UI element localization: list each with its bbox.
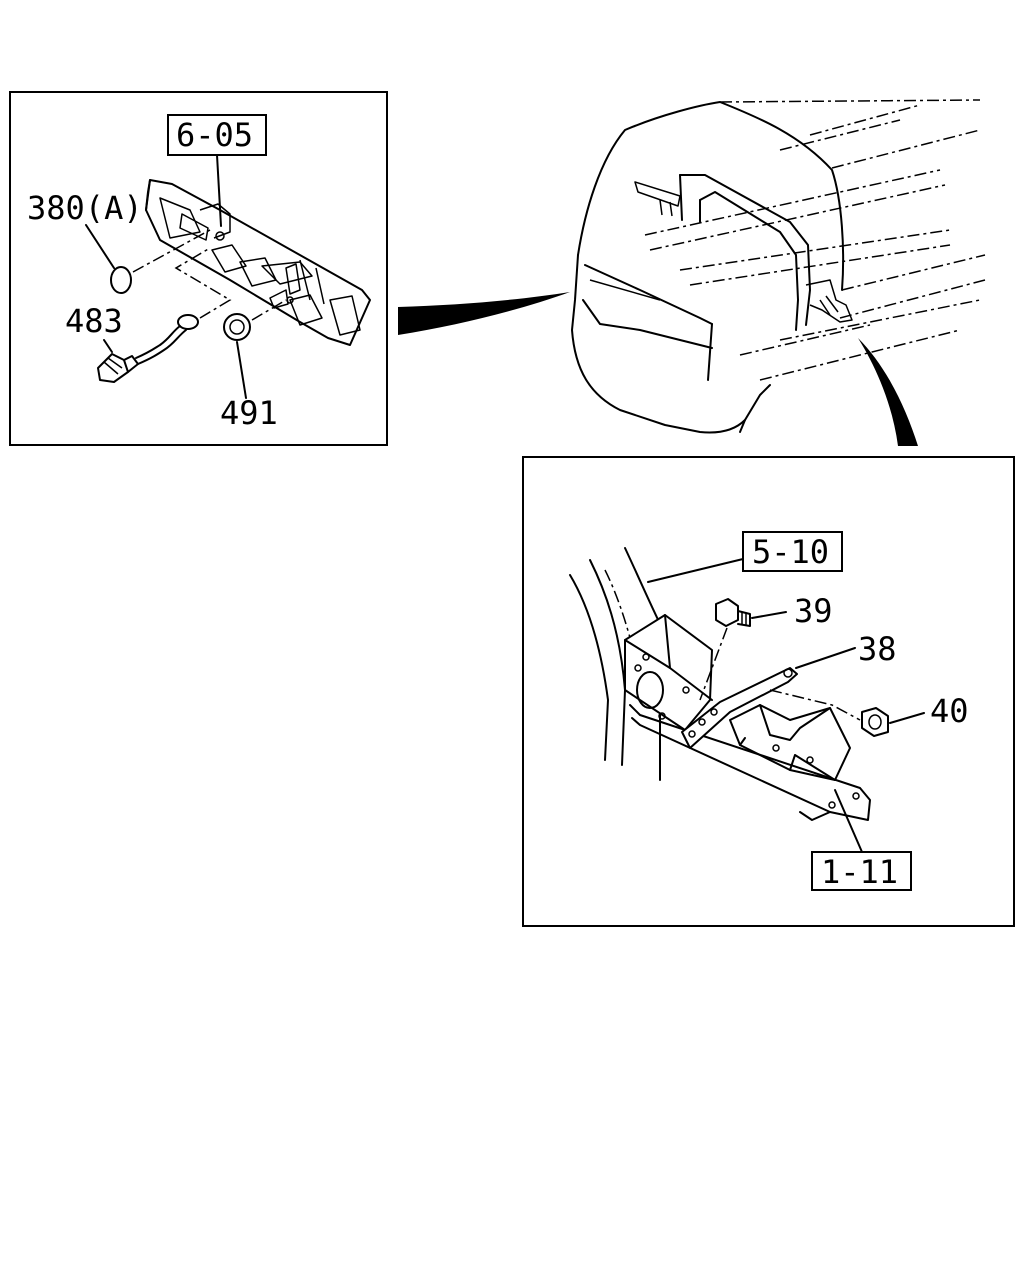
bracket-38 [681, 667, 798, 749]
callout-38: 38 [858, 630, 897, 668]
gasket-491 [223, 313, 251, 341]
arrow-to-detail-left [398, 292, 570, 335]
callout-6-05: 6-05 [176, 116, 253, 154]
assembly-line-380a [132, 229, 211, 273]
assembly-line-39 [699, 627, 728, 701]
detail-frame-bracket [522, 456, 1015, 927]
callout-5-10: 5-10 [752, 533, 829, 571]
leader-6-05 [216, 154, 222, 227]
sensor-483 [97, 314, 199, 383]
ref-box-5-10 [742, 531, 843, 572]
leader-39 [751, 611, 787, 619]
callout-1-11: 1-11 [821, 853, 898, 891]
leader-380a [85, 224, 115, 269]
callout-39: 39 [794, 592, 833, 630]
frame-rail [624, 614, 871, 821]
leader-1-11 [834, 789, 863, 853]
callout-40: 40 [930, 692, 969, 730]
ref-box-1-11 [811, 851, 912, 891]
detail-frame-manifold [9, 91, 388, 446]
truck-cab-overview [571, 99, 986, 434]
leader-491 [236, 341, 247, 399]
callout-380a: 380(A) [27, 189, 143, 227]
arrow-to-detail-right [858, 338, 918, 446]
callout-483: 483 [65, 302, 123, 340]
assembly-line-491 [251, 299, 287, 321]
assembly-line-40 [769, 689, 861, 721]
nut-40 [861, 707, 889, 737]
assembly-line-483 [174, 247, 232, 319]
leader-5-10 [647, 558, 744, 583]
callout-491: 491 [220, 394, 278, 432]
leader-483 [103, 339, 113, 353]
manifold-part [145, 179, 371, 346]
leader-40 [889, 712, 925, 724]
leader-38 [795, 647, 856, 669]
plug-380a [110, 266, 132, 294]
bolt-39 [715, 598, 751, 627]
